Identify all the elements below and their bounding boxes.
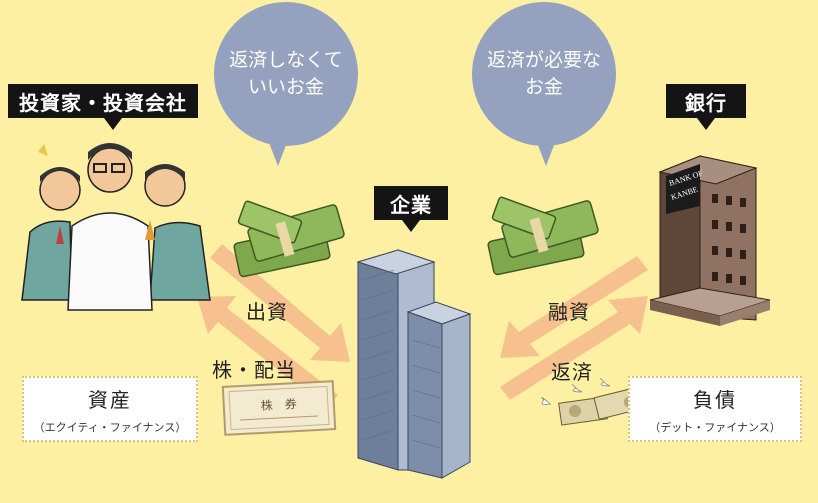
- bank-label-text: 銀行: [685, 90, 727, 115]
- debt-note-title: 負債: [693, 388, 737, 412]
- bubble-repayment-required-line2: お金: [524, 76, 563, 98]
- flow-label-repayment: 返済: [551, 360, 593, 384]
- arrow-repayment: [500, 296, 648, 400]
- arrow-loan: [500, 256, 648, 358]
- investors-illustration: [21, 143, 211, 311]
- bank-label-tail: [697, 118, 715, 130]
- equity-note: 資産 （エクイティ・ファイナンス）: [22, 376, 198, 442]
- company-label-tail: [402, 220, 420, 232]
- equity-note-subtitle: （エクイティ・ファイナンス）: [33, 421, 187, 434]
- bubble-repayment-required: 返済が必要な お金: [472, 2, 616, 146]
- company-label-text: 企業: [390, 192, 432, 217]
- stock-certificate: 株 券: [221, 380, 337, 436]
- equity-note-title: 資産: [88, 388, 132, 412]
- company-label: 企業: [374, 186, 448, 220]
- arrow-stock-dividend: [197, 296, 338, 409]
- investors-label-text: 投資家・投資会社: [19, 90, 187, 115]
- debt-note-subtitle: （デット・ファイナンス）: [649, 421, 781, 434]
- bubble-repayment-required-line1: 返済が必要な: [486, 49, 601, 71]
- bubble-no-repayment-line1: 返済しなくて: [229, 49, 343, 71]
- bubble-repayment-required-tail: [536, 140, 556, 166]
- bubble-no-repayment: 返済しなくて いいお金: [214, 2, 358, 146]
- bubble-no-repayment-line2: いいお金: [247, 76, 324, 98]
- flow-label-loan: 融資: [548, 300, 590, 324]
- flow-label-investment: 出資: [246, 300, 288, 324]
- bank-building: BANK OF KANBE: [649, 155, 771, 326]
- debt-note: 負債 （デット・ファイナンス）: [628, 376, 802, 442]
- money-stack-right: [487, 196, 599, 276]
- investors-label-tail: [104, 118, 122, 130]
- company-building: [356, 249, 472, 479]
- flow-label-stock-dividend: 株・配当: [212, 358, 296, 382]
- certificate-title: 株 券: [260, 396, 297, 413]
- bank-label: 銀行: [666, 84, 746, 118]
- money-stack-left: [233, 200, 345, 278]
- investors-label: 投資家・投資会社: [8, 84, 198, 118]
- bubble-no-repayment-tail: [268, 140, 288, 166]
